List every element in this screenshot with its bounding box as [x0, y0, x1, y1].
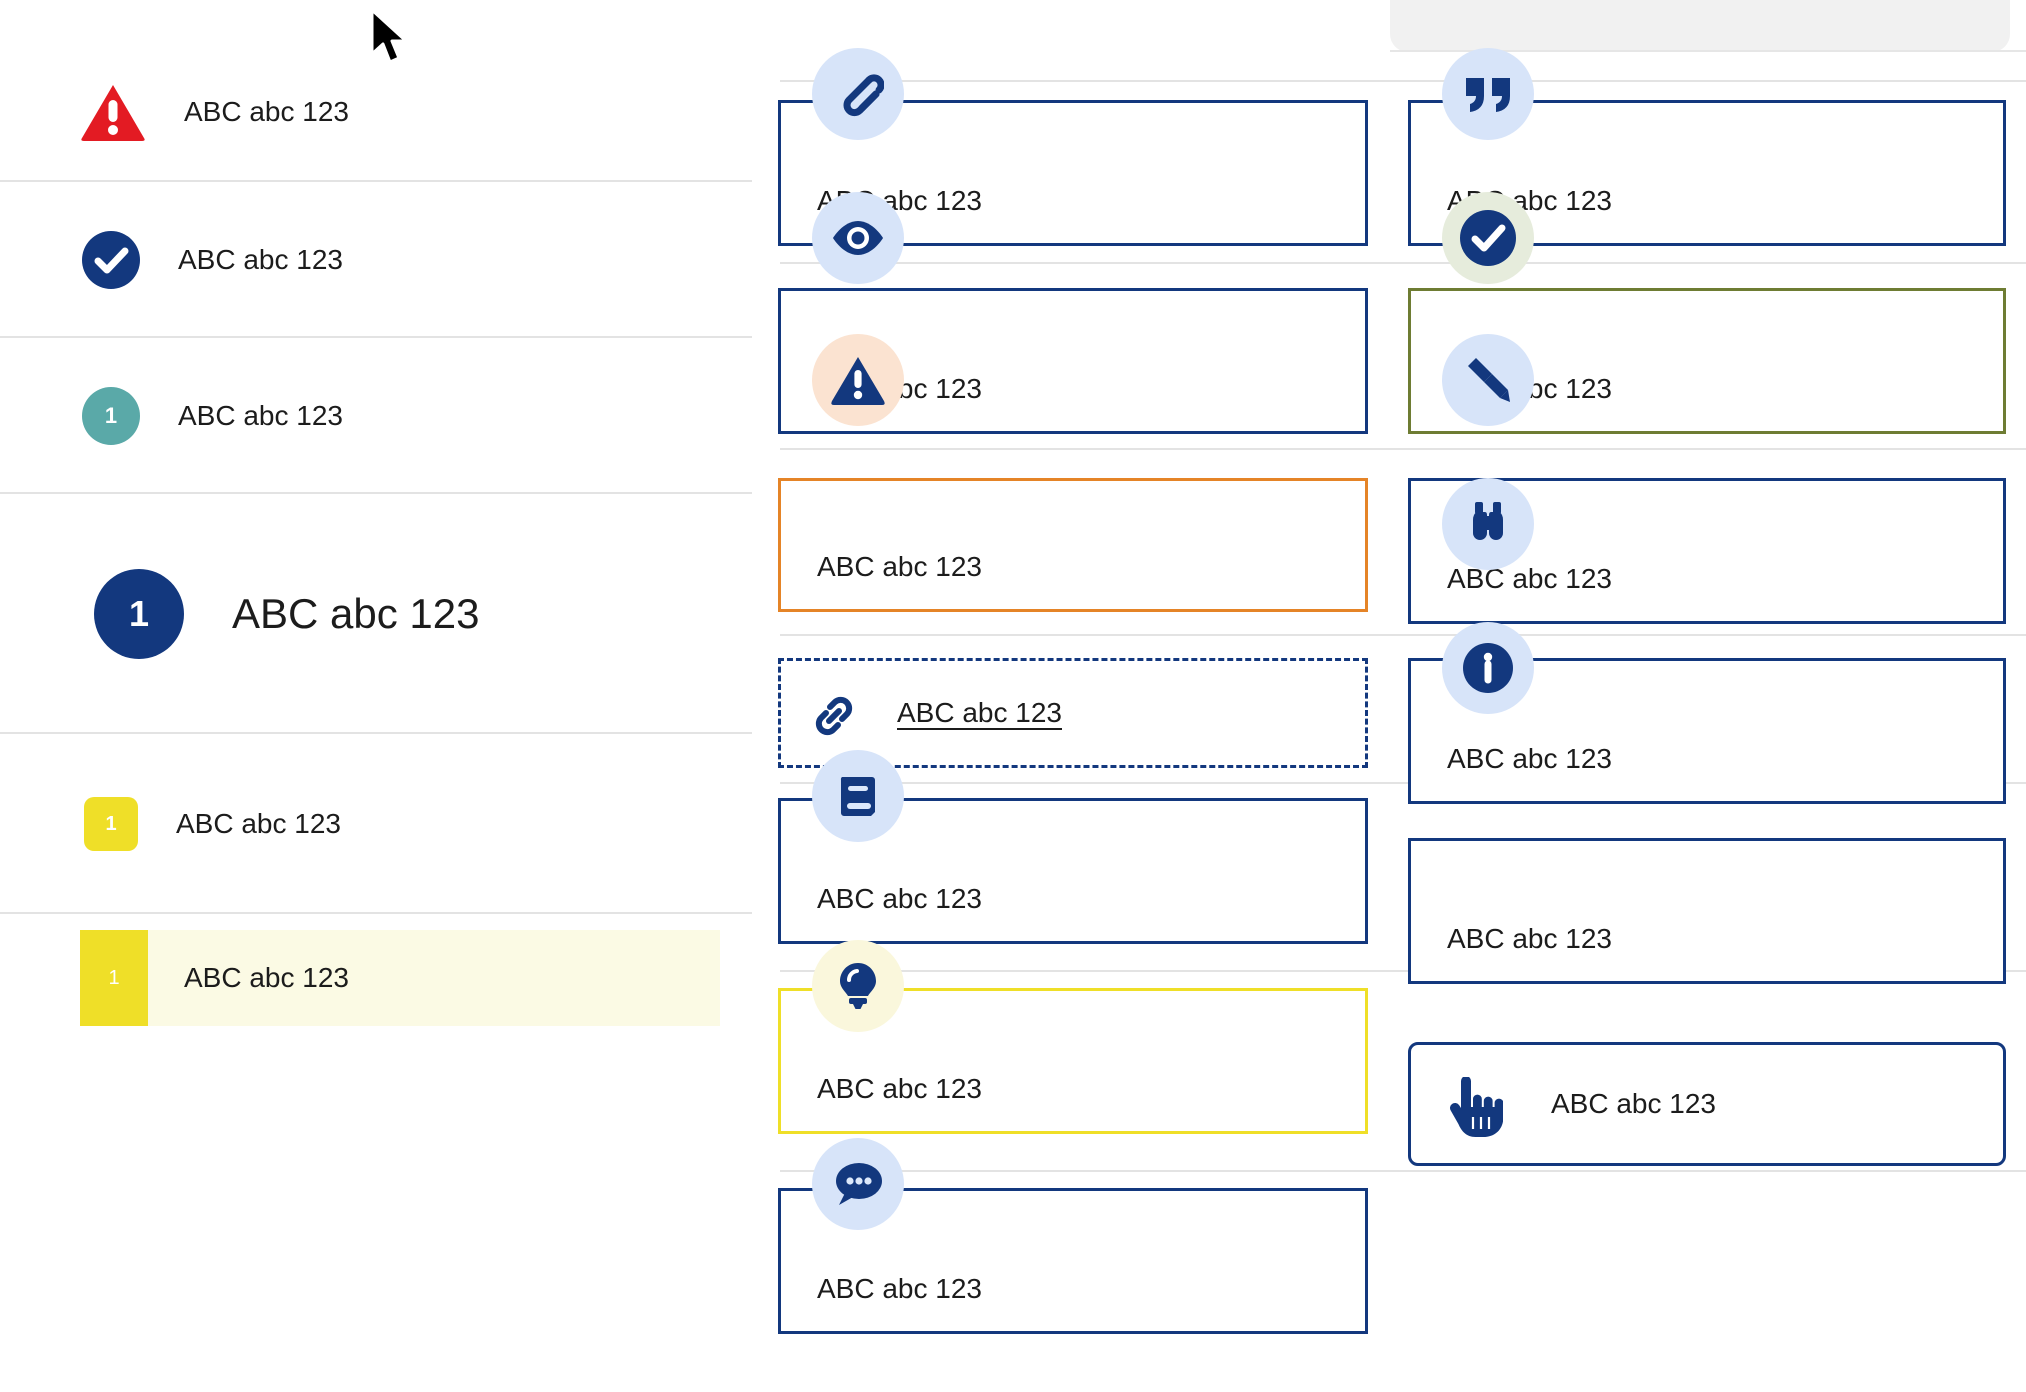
- column-divider: [780, 970, 2026, 972]
- card-label: ABC abc 123: [817, 551, 982, 582]
- eye-icon: [812, 192, 904, 284]
- background-panel-divider: [1390, 50, 2026, 52]
- list-item[interactable]: 1 ABC abc 123: [0, 494, 752, 734]
- number-badge-icon: 1: [84, 797, 138, 851]
- list-item-label: ABC abc 123: [178, 244, 343, 275]
- column-divider: [780, 262, 2026, 264]
- list-item-label: ABC abc 123: [178, 400, 343, 431]
- list-divider: [0, 336, 752, 338]
- list-item-selected[interactable]: 1 ABC abc 123: [80, 930, 720, 1026]
- background-panel: [1390, 0, 2010, 52]
- card-pointer[interactable]: ABC abc 123: [1408, 1042, 2006, 1166]
- card-warning[interactable]: ABC abc 123: [778, 478, 1368, 612]
- list-divider: [0, 912, 752, 914]
- card-label: ABC abc 123: [817, 883, 982, 914]
- quote-icon: [1442, 48, 1534, 140]
- column-divider: [780, 782, 2026, 784]
- list-item-label: ABC abc 123: [232, 590, 480, 637]
- card-label: ABC abc 123: [1447, 923, 1612, 954]
- card-label: ABC abc 123: [817, 1073, 982, 1104]
- number-badge-icon: 1: [80, 930, 148, 1026]
- binoculars-icon: [1442, 478, 1534, 570]
- check-circle-icon: [1442, 192, 1534, 284]
- card-info[interactable]: ABC abc 123: [1408, 838, 2006, 984]
- card-link-label[interactable]: ABC abc 123: [897, 697, 1062, 728]
- check-circle-icon: [82, 231, 140, 289]
- warning-triangle-icon: [812, 334, 904, 426]
- lightbulb-icon: [812, 940, 904, 1032]
- list-item[interactable]: ABC abc 123: [0, 182, 752, 338]
- list-item-label: ABC abc 123: [184, 96, 349, 127]
- card-label: ABC abc 123: [1551, 1088, 1716, 1119]
- card-link[interactable]: ABC abc 123: [778, 658, 1368, 768]
- list-item-label: ABC abc 123: [176, 808, 341, 839]
- mouse-pointer-icon: [368, 8, 414, 75]
- number-badge-icon: 1: [94, 569, 184, 659]
- list-item[interactable]: ABC abc 123: [0, 42, 752, 182]
- list-divider: [0, 732, 752, 734]
- card-label: ABC abc 123: [1447, 563, 1612, 594]
- column-divider: [780, 1170, 2026, 1172]
- chat-bubble-icon: [812, 1138, 904, 1230]
- link-chain-icon: [809, 691, 859, 741]
- list-item[interactable]: 1 ABC abc 123: [0, 734, 752, 914]
- paperclip-icon: [812, 48, 904, 140]
- warning-triangle-icon: [80, 83, 146, 141]
- list-divider: [0, 492, 752, 494]
- book-icon: [812, 750, 904, 842]
- card-label: ABC abc 123: [817, 1273, 982, 1304]
- number-badge-icon: 1: [82, 387, 140, 445]
- pencil-icon: [1442, 334, 1534, 426]
- column-divider: [780, 448, 2026, 450]
- column-divider: [780, 634, 2026, 636]
- list-divider: [0, 180, 752, 182]
- list-item-label: ABC abc 123: [184, 962, 349, 993]
- column-divider: [780, 80, 2026, 82]
- info-circle-icon: [1442, 622, 1534, 714]
- list-item[interactable]: 1 ABC abc 123: [0, 338, 752, 494]
- pointing-hand-icon: [1445, 1077, 1503, 1139]
- left-list: ABC abc 123 ABC abc 123 1 ABC abc 123 1 …: [0, 0, 752, 1392]
- card-label: ABC abc 123: [1447, 743, 1612, 774]
